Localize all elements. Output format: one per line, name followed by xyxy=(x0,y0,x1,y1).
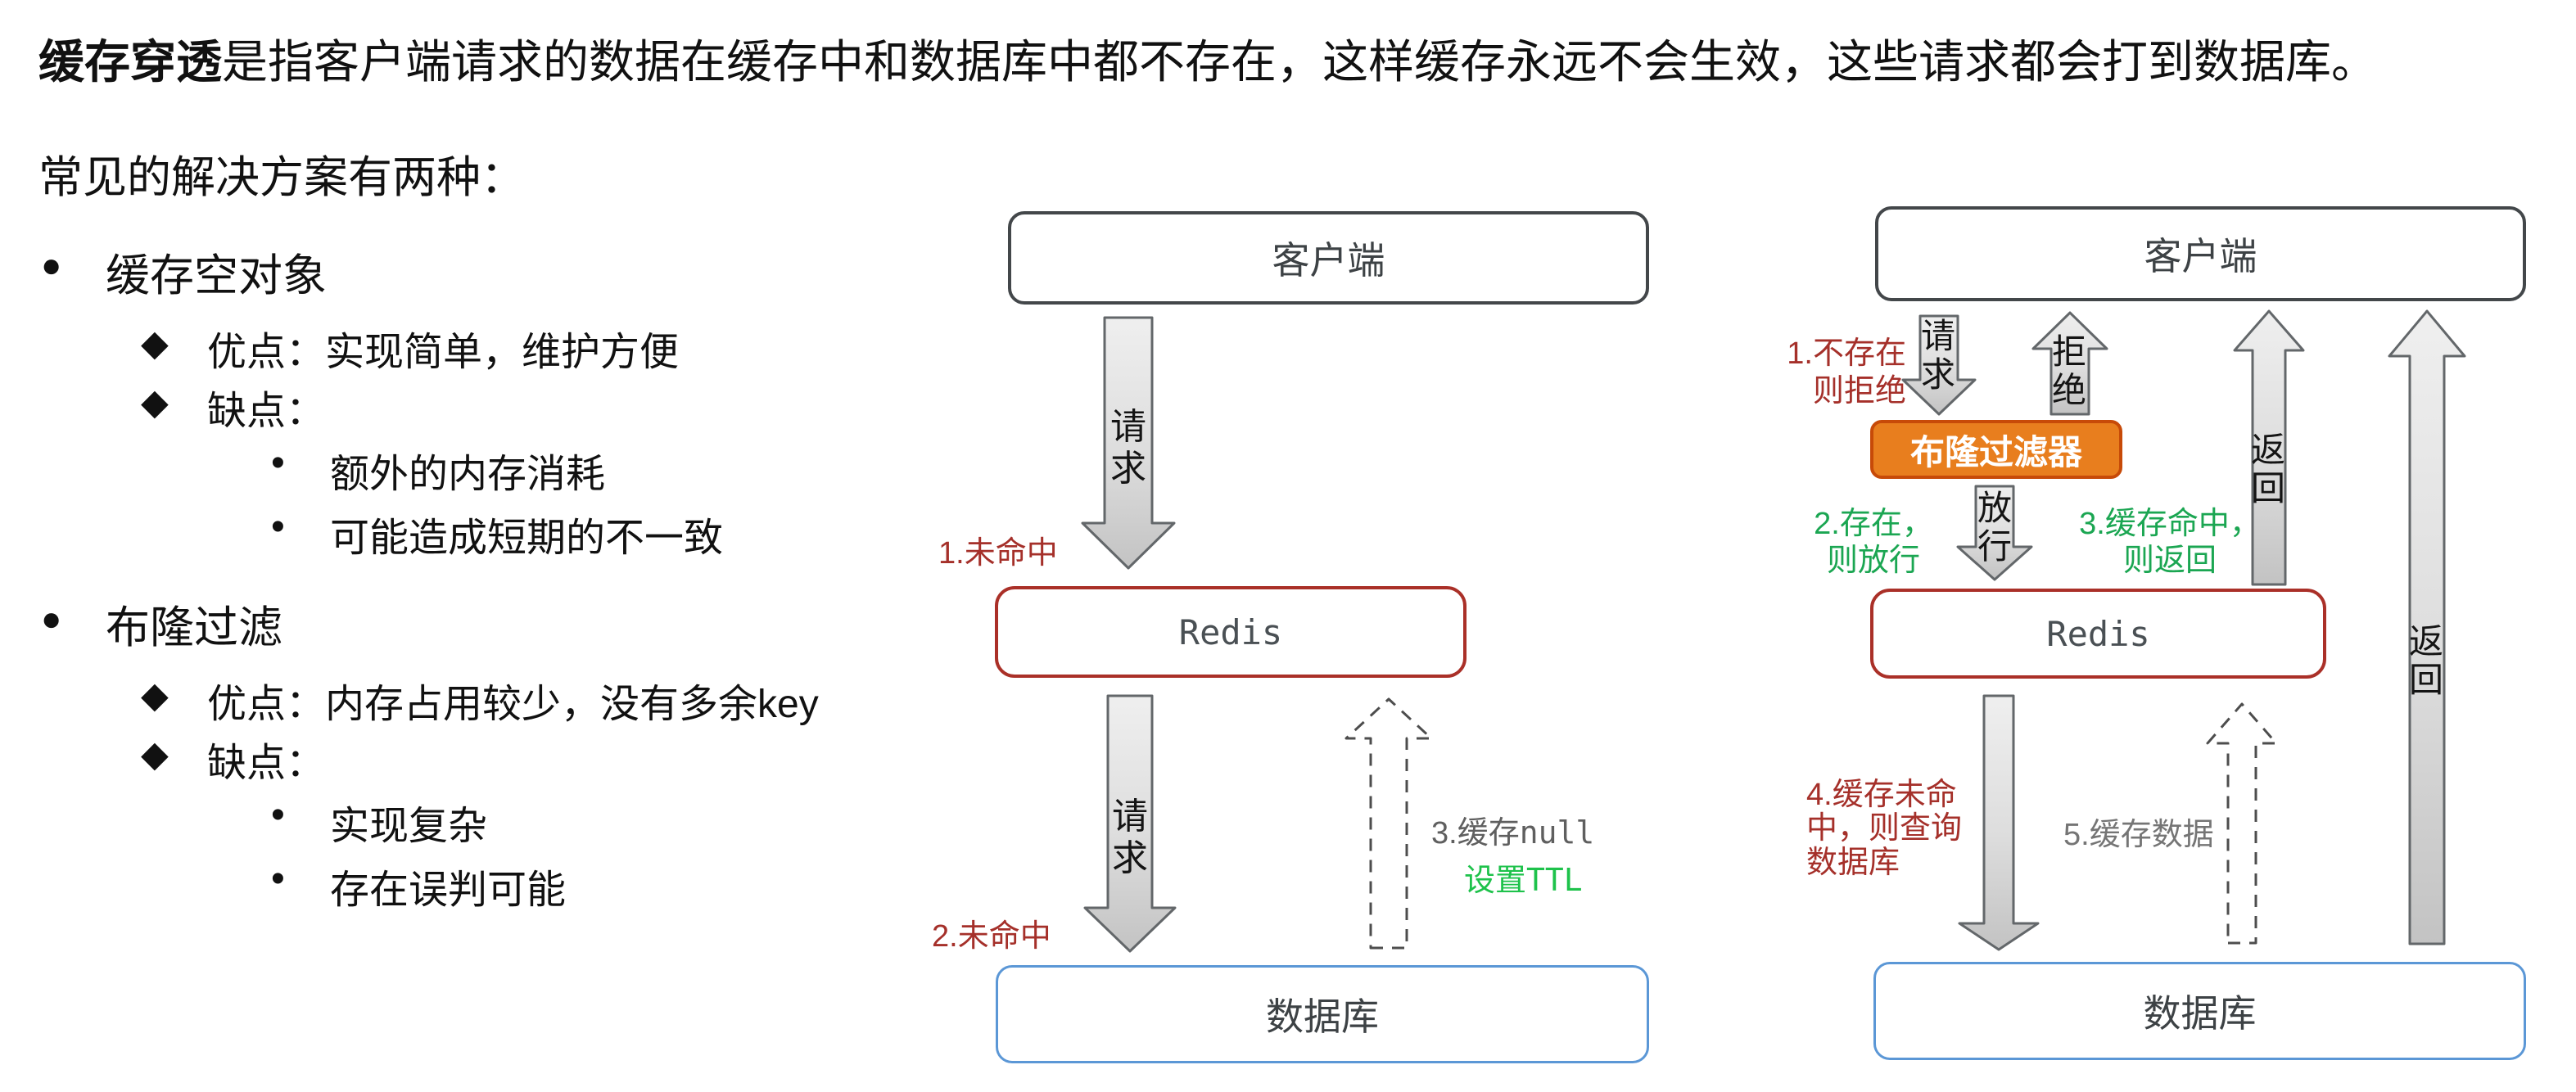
bullet-dot-icon: • xyxy=(271,857,285,900)
solution-1-cons-title: 缺点： xyxy=(207,390,326,433)
bloom-reject-arrow-up-icon xyxy=(2031,311,2108,416)
bullet-diamond-icon: ◆ xyxy=(141,323,169,363)
cache-null-redis-label: Redis xyxy=(1178,611,1283,652)
bloom-step-2-line-2: 则放行 xyxy=(1826,543,1920,578)
bloom-request-arrow-label: 请求 xyxy=(1921,317,1956,395)
bloom-step-3-label: 3.缓存命中， 则返回 xyxy=(2063,506,2276,580)
cache-null-db-box: 数据库 xyxy=(996,965,1649,1063)
request-arrow-label: 请求 xyxy=(1110,407,1146,490)
solution-2-cons-title: 缺点： xyxy=(207,742,326,785)
bullet-dot-icon: • xyxy=(271,441,285,485)
step-3-code: null xyxy=(1519,814,1595,851)
bloom-pass-arrow-label: 放行 xyxy=(1977,489,2013,566)
bullet-dot-icon: • xyxy=(271,505,285,548)
bloom-filter-box: 布隆过滤器 xyxy=(1870,420,2122,479)
bloom-step-4-line-2: 中，则查询 xyxy=(1806,811,1963,846)
bloom-step-4-label: 4.缓存未命 中，则查询 数据库 xyxy=(1806,778,1962,880)
bloom-step-3-line-1: 3.缓存命中， xyxy=(2079,507,2261,541)
bullet-diamond-icon: ◆ xyxy=(141,675,169,715)
return-arrow-a-label: 返回 xyxy=(2251,431,2286,508)
solution-2-con-2: 存在误判可能 xyxy=(330,869,567,912)
solution-1-title: 缓存空对象 xyxy=(106,251,327,300)
bloom-query-arrow-down-icon xyxy=(1958,694,2040,951)
bullet-dot-icon: • xyxy=(271,793,285,837)
bloom-step-1-line-2: 则拒绝 xyxy=(1812,374,1906,409)
bloom-step-2-line-1: 2.存在， xyxy=(1814,507,1933,541)
bloom-step-4-line-1: 4.缓存未命 xyxy=(1806,778,1957,812)
request-arrow-down-icon xyxy=(1081,316,1176,570)
cache-null-db-label: 数据库 xyxy=(1266,995,1379,1038)
set-ttl-code: TTL xyxy=(1526,862,1583,898)
bloom-request-arrow-down-icon xyxy=(1901,314,1977,416)
bloom-step-2-label: 2.存在， 则放行 xyxy=(1800,506,1947,580)
bullet-disc-icon: ● xyxy=(41,599,62,638)
return-arrow-b-label: 返回 xyxy=(2409,622,2444,700)
bloom-reject-arrow-label: 拒绝 xyxy=(2052,332,2087,410)
return-arrow-up-icon xyxy=(2388,309,2466,945)
cache-null-redis-box: Redis xyxy=(995,586,1467,678)
intro-line-2: 常见的解决方案有两种： xyxy=(38,153,525,202)
bloom-step-1-label: 1.不存在 则拒绝 xyxy=(1760,335,1906,411)
bloom-step-4-line-3: 数据库 xyxy=(1806,845,1900,880)
bloom-redis-box: Redis xyxy=(1870,589,2326,679)
bloom-pass-arrow-down-icon xyxy=(1956,485,2033,581)
solution-1-con-2: 可能造成短期的不一致 xyxy=(330,517,724,560)
solution-2-title: 布隆过滤 xyxy=(106,603,282,652)
solution-2-pros: 优点：内存占用较少，没有多余key xyxy=(207,683,819,726)
bloom-filter-label: 布隆过滤器 xyxy=(1909,432,2082,472)
bloom-step-5-label: 5.缓存数据 xyxy=(2063,818,2214,852)
term-cache-penetration: 缓存穿透 xyxy=(38,36,222,88)
bloom-redis-label: Redis xyxy=(2046,613,2150,654)
step-1-miss-label: 1.未命中 xyxy=(938,536,1058,571)
step-3-prefix: 3.缓存 xyxy=(1431,816,1520,851)
solution-1-pros: 优点：实现简单，维护方便 xyxy=(207,331,680,374)
bloom-step-1-line-1: 1.不存在 xyxy=(1787,336,1906,371)
cache-null-client-label: 客户端 xyxy=(1272,239,1385,282)
intro-line-1-rest: 是指客户端请求的数据在缓存中和数据库中都不存在，这样缓存永远不会生效，这些请求都… xyxy=(222,36,2377,88)
cache-null-client-box: 客户端 xyxy=(1008,211,1649,305)
bloom-db-label: 数据库 xyxy=(2143,992,2257,1035)
bloom-cache-data-dashed-arrow-up-icon xyxy=(2206,702,2278,945)
request-arrow-label: 请求 xyxy=(1112,796,1148,879)
intro-line-1: 缓存穿透是指客户端请求的数据在缓存中和数据库中都不存在，这样缓存永远不会生效，这… xyxy=(38,36,2377,88)
bloom-client-label: 客户端 xyxy=(2144,235,2257,278)
bloom-db-box: 数据库 xyxy=(1873,962,2526,1060)
solution-2-con-1: 实现复杂 xyxy=(330,805,488,848)
bullet-diamond-icon: ◆ xyxy=(141,734,169,774)
cache-null-dashed-arrow-up-icon xyxy=(1344,697,1433,950)
solution-1-con-1: 额外的内存消耗 xyxy=(330,453,606,496)
bullet-disc-icon: ● xyxy=(41,246,62,284)
bullet-diamond-icon: ◆ xyxy=(141,382,169,422)
request-arrow-down-icon xyxy=(1083,694,1177,953)
set-ttl-prefix: 设置 xyxy=(1464,864,1527,898)
bloom-client-box: 客户端 xyxy=(1875,206,2526,301)
step-2-miss-label: 2.未命中 xyxy=(932,919,1051,954)
step-3-cache-null-label: 3.缓存null xyxy=(1431,807,1594,852)
return-arrow-up-icon xyxy=(2233,309,2305,586)
bloom-step-3-line-2: 则返回 xyxy=(2122,543,2217,578)
set-ttl-label: 设置TTL xyxy=(1464,855,1583,900)
